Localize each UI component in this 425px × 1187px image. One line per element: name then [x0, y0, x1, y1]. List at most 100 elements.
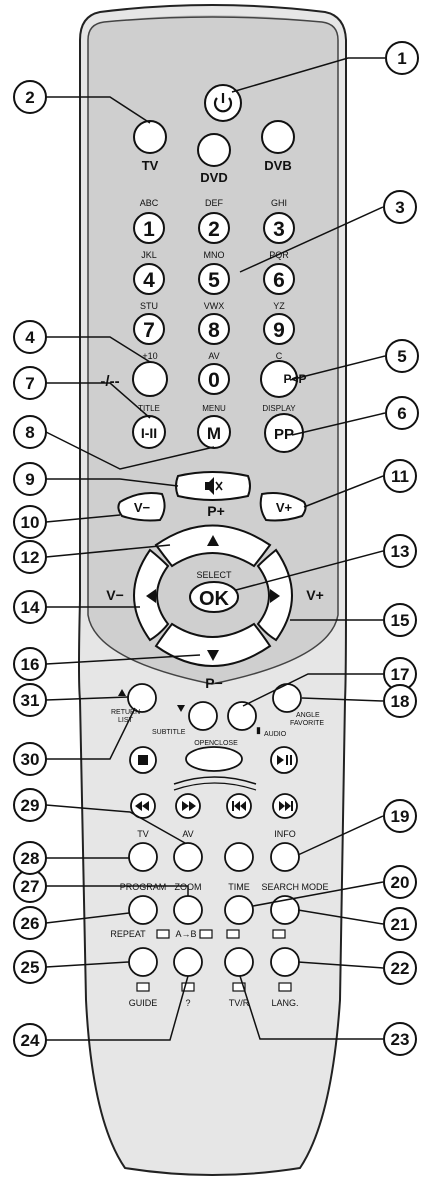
key-9-label: 9 — [273, 319, 285, 342]
stop-button[interactable] — [129, 746, 157, 774]
abc-label: ABC — [140, 198, 159, 208]
ghi-label: GHI — [271, 198, 287, 208]
play-pause-button[interactable] — [270, 746, 298, 774]
svg-text:21: 21 — [391, 915, 410, 934]
ab-label: A→B — [175, 929, 196, 939]
svg-text:13: 13 — [391, 542, 410, 561]
v-minus-side-label: V− — [106, 587, 124, 603]
callout-28: 28 — [13, 841, 47, 875]
teletext-size-icon — [226, 929, 240, 939]
mno-label: MNO — [204, 250, 225, 260]
dash-label: -/-- — [100, 373, 119, 390]
callout-18: 18 — [383, 684, 417, 718]
c-label: C — [276, 351, 283, 361]
digit-mode-button[interactable] — [132, 361, 168, 397]
search-mode-label: SEARCH MODE — [261, 882, 328, 892]
volume-up-small-label: V+ — [276, 500, 293, 515]
mute-button[interactable] — [175, 471, 251, 501]
zoom-button[interactable] — [173, 895, 203, 925]
av-mode-button[interactable] — [173, 842, 203, 872]
fast-forward-button[interactable] — [175, 793, 201, 819]
pqr-label: PQR — [269, 250, 289, 260]
rewind-button[interactable] — [130, 793, 156, 819]
subtitle-button[interactable] — [188, 701, 218, 731]
key-8[interactable]: 8 — [198, 313, 230, 345]
open-close-button[interactable] — [185, 746, 243, 772]
key-2[interactable]: 2 — [198, 212, 230, 244]
power-button[interactable] — [204, 84, 242, 122]
callout-7: 7 — [13, 366, 47, 400]
pp-label: PP — [274, 426, 294, 443]
menu-label: MENU — [202, 404, 226, 413]
callout-29: 29 — [13, 788, 47, 822]
key-3[interactable]: 3 — [263, 212, 295, 244]
callout-31: 31 — [13, 683, 47, 717]
svg-text:17: 17 — [391, 665, 410, 684]
v-plus-side-label: V+ — [306, 587, 324, 603]
tv-mode-button[interactable] — [128, 842, 158, 872]
i-ii-button[interactable]: I-II — [132, 415, 166, 449]
volume-down-small-button[interactable]: V− — [117, 492, 166, 522]
next-button[interactable] — [272, 793, 298, 819]
callout-9: 9 — [13, 462, 47, 496]
up-button[interactable] — [154, 524, 272, 568]
svg-text:18: 18 — [391, 692, 410, 711]
key-9[interactable]: 9 — [263, 313, 295, 345]
list-label: LIST — [118, 717, 134, 724]
teletext-index-icon — [181, 982, 195, 992]
callout-11: 11 — [383, 459, 417, 493]
callout-13: 13 — [383, 534, 417, 568]
volume-up-small-button[interactable]: V+ — [259, 492, 307, 522]
angle-favorite-button[interactable] — [272, 683, 302, 713]
rewind-icon — [135, 801, 149, 811]
key-1[interactable]: 1 — [133, 212, 165, 244]
tvr-button[interactable] — [224, 947, 254, 977]
return-list-button[interactable] — [127, 683, 157, 713]
ab-button[interactable] — [173, 947, 203, 977]
previous-icon — [232, 801, 246, 811]
decorative-arc — [173, 776, 257, 785]
program-button[interactable] — [128, 895, 158, 925]
down-small-icon — [177, 705, 185, 712]
time-button[interactable] — [224, 895, 254, 925]
svg-text:8: 8 — [25, 423, 34, 442]
pp-button[interactable]: PP — [264, 413, 304, 453]
key-0[interactable]: 0 — [198, 363, 230, 395]
ok-label: OK — [199, 588, 230, 610]
right-button[interactable] — [256, 548, 293, 642]
audio-label: AUDIO — [264, 731, 287, 738]
teletext-icon — [156, 929, 170, 939]
audio-button[interactable] — [227, 701, 257, 731]
tv-button[interactable] — [133, 120, 167, 154]
callout-8: 8 — [13, 415, 47, 449]
info-button[interactable] — [270, 842, 300, 872]
callout-21: 21 — [383, 907, 417, 941]
repeat-button[interactable] — [128, 947, 158, 977]
p-minus-label: P− — [205, 675, 223, 691]
info-label: INFO — [274, 829, 296, 839]
callout-2: 2 — [13, 80, 47, 114]
callout-24: 24 — [13, 1023, 47, 1057]
svg-text:28: 28 — [21, 849, 40, 868]
key-6[interactable]: 6 — [263, 263, 295, 295]
dvd-button[interactable] — [197, 133, 231, 167]
previous-button[interactable] — [226, 793, 252, 819]
key-5[interactable]: 5 — [198, 263, 230, 295]
left-button[interactable] — [133, 548, 170, 642]
key-4[interactable]: 4 — [133, 263, 165, 295]
menu-button[interactable]: M — [197, 415, 231, 449]
key-3-label: 3 — [273, 218, 285, 241]
ok-button[interactable]: OK — [189, 581, 239, 613]
svg-text:12: 12 — [21, 548, 40, 567]
blank-button[interactable] — [224, 842, 254, 872]
svg-text:29: 29 — [21, 796, 40, 815]
key-7[interactable]: 7 — [133, 313, 165, 345]
openclose-label: OPENCLOSE — [194, 740, 238, 747]
callout-12: 12 — [13, 540, 47, 574]
lang-button[interactable] — [270, 947, 300, 977]
dvb-button[interactable] — [261, 120, 295, 154]
key-4-label: 4 — [143, 269, 155, 292]
key-2-label: 2 — [208, 218, 220, 241]
callout-20: 20 — [383, 865, 417, 899]
